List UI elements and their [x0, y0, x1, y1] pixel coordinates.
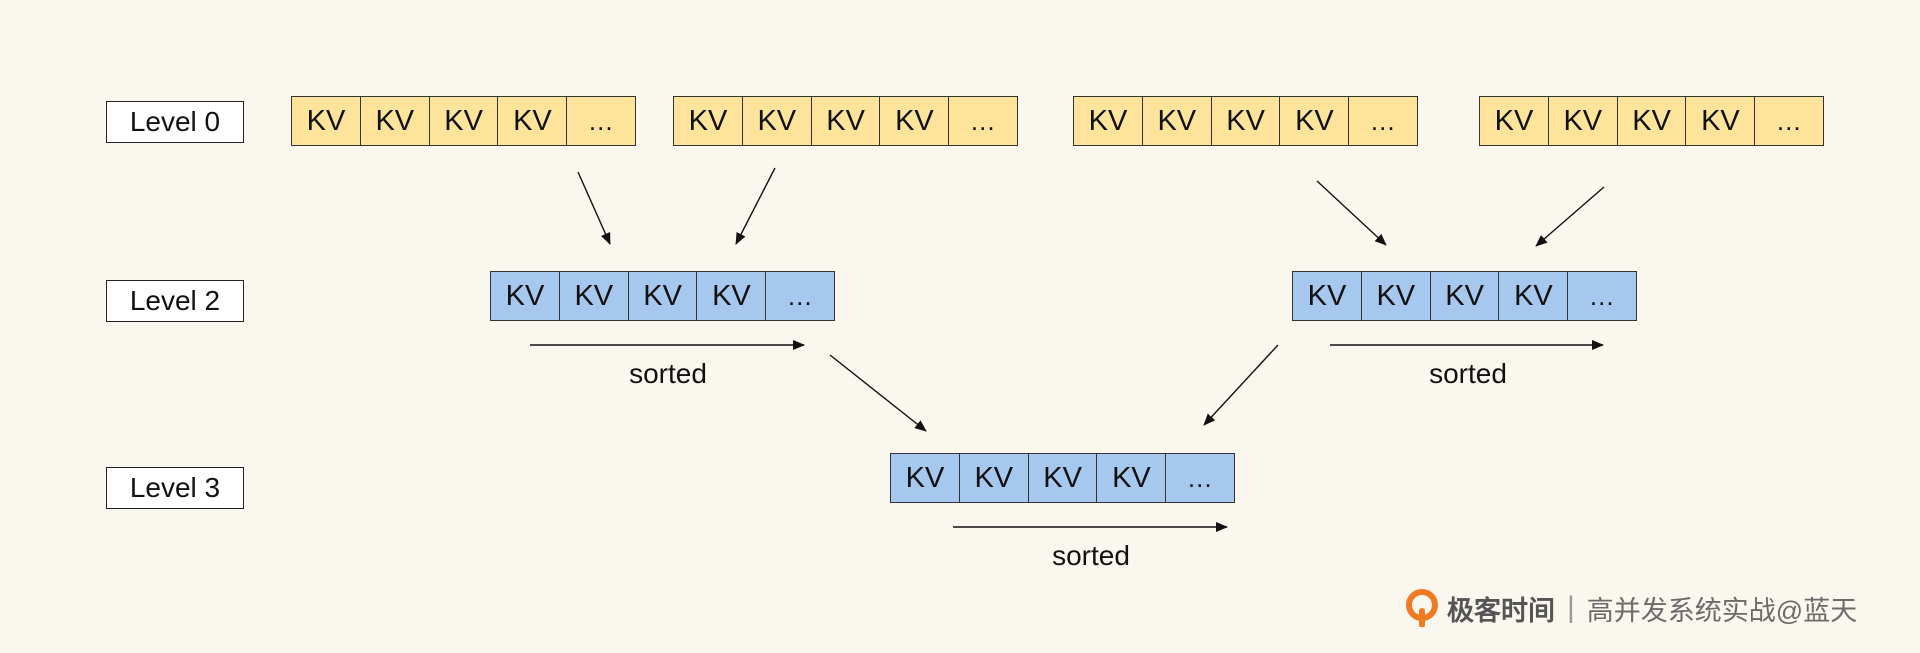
kv-cell: KV	[359, 96, 430, 146]
brand-name: 极客时间	[1447, 595, 1555, 626]
ellipsis-cell: ...	[1567, 271, 1638, 321]
kv-cell: KV	[1073, 96, 1143, 146]
level0-run-1: KV KV KV KV ...	[291, 96, 637, 146]
kv-cell: KV	[879, 96, 950, 146]
kv-cell: KV	[1685, 96, 1756, 146]
kv-cell: KV	[1096, 453, 1167, 503]
merge-arrow	[1316, 180, 1387, 246]
level0-run-3: KV KV KV KV ...	[1073, 96, 1419, 146]
ellipsis-cell: ...	[1754, 96, 1825, 146]
kv-cell: KV	[291, 96, 361, 146]
sorted-label: sorted	[629, 358, 707, 389]
kv-cell: KV	[497, 96, 568, 146]
kv-cell: KV	[1292, 271, 1362, 321]
brand-separator: |	[1567, 591, 1575, 624]
merge-arrow	[1203, 344, 1279, 426]
level2-run-2: KV KV KV KV ...	[1292, 271, 1638, 321]
level-label-2: Level 2	[106, 280, 244, 322]
kv-cell: KV	[958, 453, 1029, 503]
ellipsis-cell: ...	[948, 96, 1019, 146]
kv-cell: KV	[1141, 96, 1212, 146]
merge-arrow	[829, 354, 927, 432]
kv-cell: KV	[1360, 271, 1431, 321]
ellipsis-cell: ...	[566, 96, 637, 146]
kv-cell: KV	[1027, 453, 1098, 503]
kv-cell: KV	[890, 453, 960, 503]
kv-cell: KV	[490, 271, 560, 321]
merge-arrow	[577, 171, 611, 245]
ellipsis-cell: ...	[1165, 453, 1236, 503]
kv-cell: KV	[1210, 96, 1281, 146]
level-label-3: Level 3	[106, 467, 244, 509]
kv-cell: KV	[1279, 96, 1350, 146]
kv-cell: KV	[1616, 96, 1687, 146]
sorted-label: sorted	[1429, 358, 1507, 389]
kv-cell: KV	[428, 96, 499, 146]
level3-run-1: KV KV KV KV ...	[890, 453, 1236, 503]
brand-watermark: 极客时间 | 高并发系统实战@蓝天	[1405, 588, 1857, 628]
ellipsis-cell: ...	[1348, 96, 1419, 146]
kv-cell: KV	[696, 271, 767, 321]
merge-arrow	[735, 167, 776, 245]
level-label-0: Level 0	[106, 101, 244, 143]
level0-run-2: KV KV KV KV ...	[673, 96, 1019, 146]
kv-cell: KV	[1498, 271, 1569, 321]
kv-cell: KV	[1547, 96, 1618, 146]
level2-run-1: KV KV KV KV ...	[490, 271, 836, 321]
merge-arrow	[1535, 186, 1605, 247]
course-credit: 高并发系统实战@蓝天	[1586, 595, 1858, 626]
level0-run-4: KV KV KV KV ...	[1479, 96, 1825, 146]
sorted-label: sorted	[1052, 540, 1130, 571]
ellipsis-cell: ...	[765, 271, 836, 321]
kv-cell: KV	[673, 96, 743, 146]
geektime-logo-icon	[1406, 589, 1438, 627]
kv-cell: KV	[627, 271, 698, 321]
kv-cell: KV	[810, 96, 881, 146]
